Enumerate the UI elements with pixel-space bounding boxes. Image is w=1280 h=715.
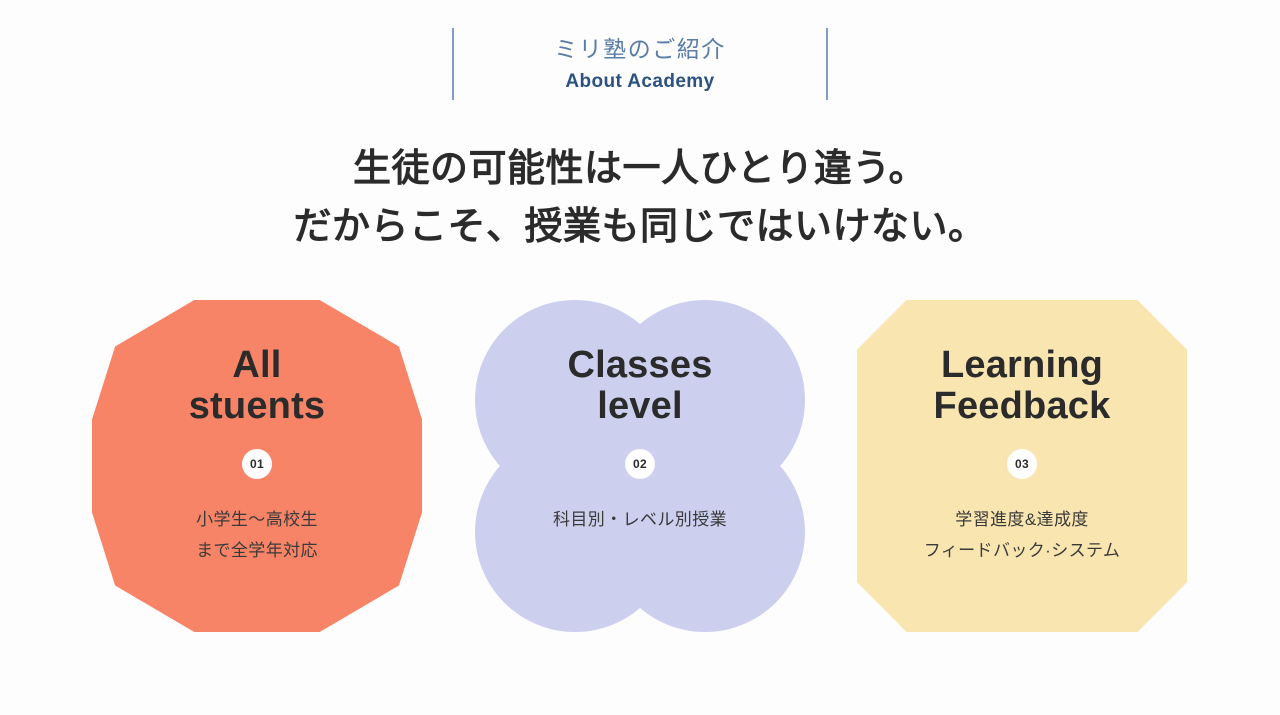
feature-card-all-students: All stuents 01 小学生〜高校生 まで全学年対応	[92, 300, 422, 632]
divider-rule-left	[452, 28, 454, 100]
feature-card-description-line-1: 学習進度&達成度	[955, 510, 1089, 529]
feature-card-title-line-2: level	[597, 385, 683, 427]
step-badge: 03	[1007, 449, 1037, 479]
feature-card-title: All stuents	[189, 345, 326, 427]
feature-card-content: Classes level 02 科目別・レベル別授業	[475, 300, 805, 632]
page-title: 生徒の可能性は一人ひとり違う。 だからこそ、授業も同じではいけない。	[0, 140, 1280, 256]
step-badge: 01	[242, 449, 272, 479]
feature-card-content: All stuents 01 小学生〜高校生 まで全学年対応	[92, 300, 422, 632]
section-header: ミリ塾のご紹介 About Academy	[0, 28, 1280, 100]
feature-card-title-line-1: Learning	[940, 344, 1104, 386]
feature-card-learning-feedback: Learning Feedback 03 学習進度&達成度 フィードバック·シス…	[857, 300, 1187, 632]
divider-rule-right	[826, 28, 828, 100]
feature-card-description: 小学生〜高校生 まで全学年対応	[196, 504, 318, 566]
section-eyebrow-english: About Academy	[565, 71, 715, 92]
headline-line-2: だからこそ、授業も同じではいけない。	[293, 206, 987, 248]
feature-card-title-line-2: stuents	[188, 385, 326, 427]
feature-card-content: Learning Feedback 03 学習進度&達成度 フィードバック·シス…	[857, 300, 1187, 632]
headline-line-1: 生徒の可能性は一人ひとり違う。	[352, 148, 928, 190]
feature-card-description-line-2: まで全学年対応	[196, 541, 318, 560]
step-badge: 02	[625, 449, 655, 479]
feature-card-title-line-1: Classes	[567, 344, 713, 386]
feature-cards: All stuents 01 小学生〜高校生 まで全学年対応 Class	[0, 300, 1280, 640]
section-header-texts: ミリ塾のご紹介 About Academy	[454, 32, 826, 96]
feature-card-description-line-1: 小学生〜高校生	[196, 510, 318, 529]
feature-card-title: Classes level	[567, 345, 712, 427]
feature-card-description-line-1: 科目別・レベル別授業	[553, 510, 727, 529]
feature-card-description: 学習進度&達成度 フィードバック·システム	[924, 504, 1121, 566]
feature-card-classes-level: Classes level 02 科目別・レベル別授業	[475, 300, 805, 632]
feature-card-title: Learning Feedback	[934, 345, 1111, 427]
feature-card-description-line-2: フィードバック·システム	[923, 541, 1121, 560]
section-eyebrow-japanese: ミリ塾のご紹介	[554, 36, 726, 62]
feature-card-description: 科目別・レベル別授業	[553, 504, 727, 535]
feature-card-title-line-2: Feedback	[933, 385, 1111, 427]
feature-card-title-line-1: All	[232, 344, 282, 386]
